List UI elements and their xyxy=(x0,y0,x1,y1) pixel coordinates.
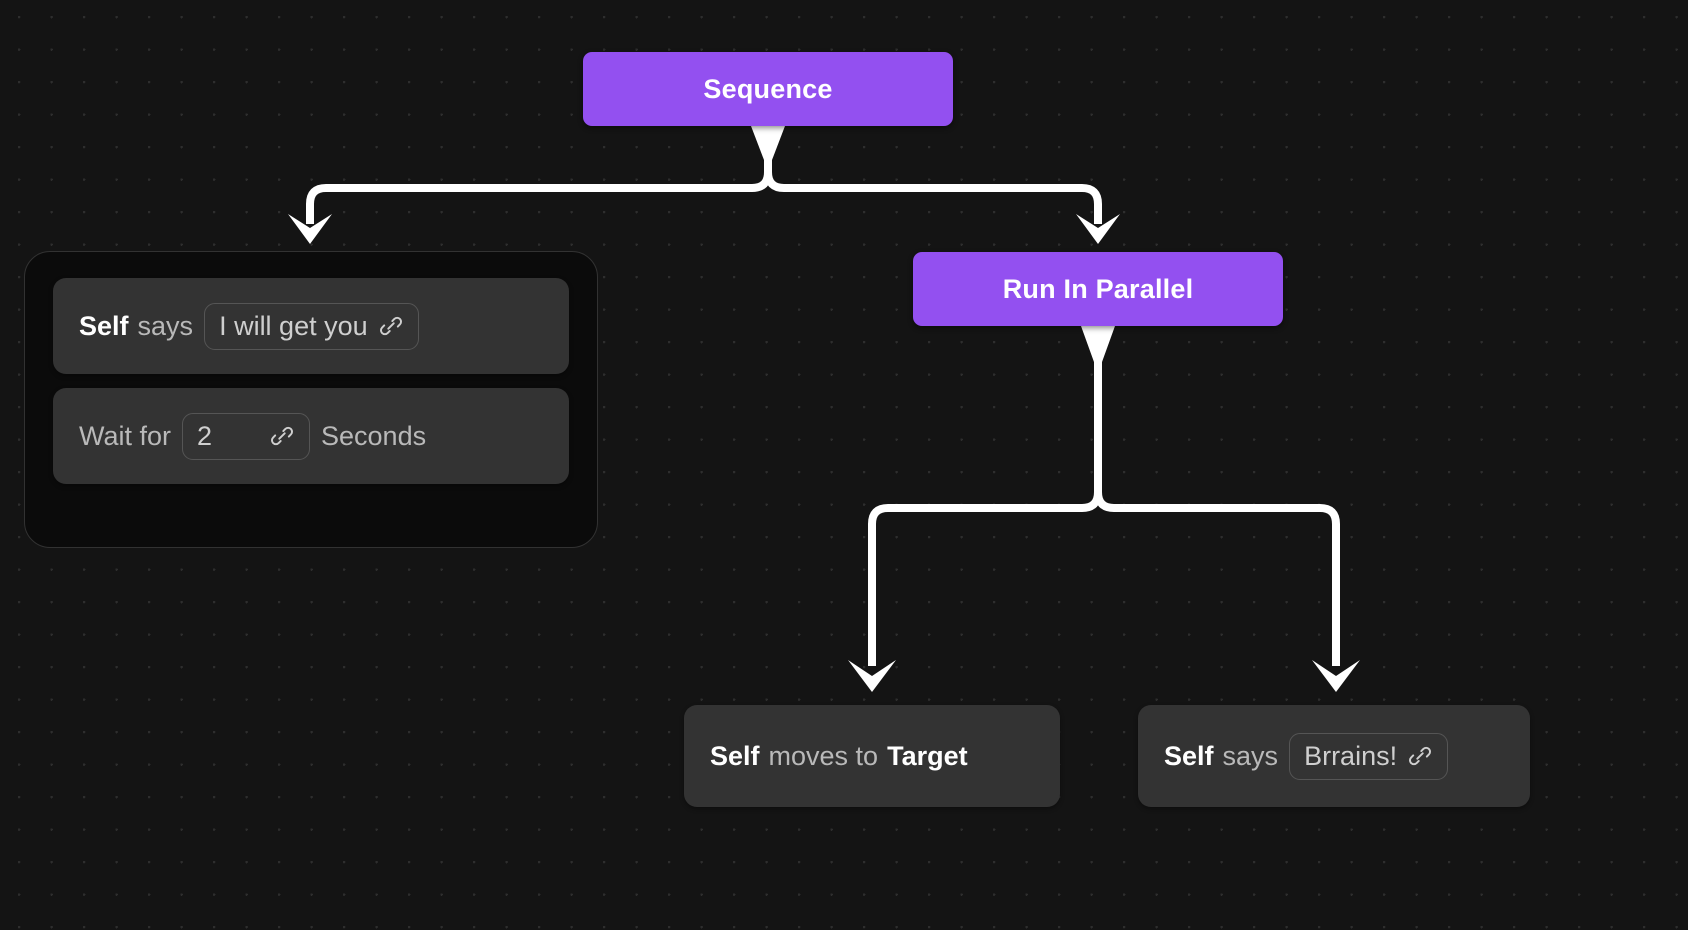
self-label: Self xyxy=(79,310,129,341)
arrowhead-move xyxy=(848,660,896,692)
edge-sequence-to-parallel xyxy=(764,160,1102,224)
speech-text-field[interactable]: Brrains! xyxy=(1289,732,1449,780)
arrowhead-subtree xyxy=(288,214,332,244)
wait-for-label: Wait for xyxy=(79,420,172,451)
seconds-label: Seconds xyxy=(321,420,427,451)
link-icon[interactable] xyxy=(378,313,404,339)
node-self-says-brrains[interactable]: Self says Brrains! xyxy=(1138,705,1530,807)
edge-parallel-to-says xyxy=(1094,491,1340,666)
node-run-in-parallel-label: Run In Parallel xyxy=(1002,273,1194,304)
node-wait-for-seconds[interactable]: Wait for 2 Seconds xyxy=(53,388,569,484)
edge-funnel-sequence xyxy=(751,126,785,160)
target-label: Target xyxy=(887,740,968,771)
speech-text-value: I will get you xyxy=(219,310,368,341)
edge-sequence-to-subtree xyxy=(306,160,772,224)
node-run-in-parallel[interactable]: Run In Parallel xyxy=(913,252,1283,326)
self-label: Self xyxy=(1164,740,1214,771)
node-sequence-label: Sequence xyxy=(703,73,833,104)
edge-parallel-to-move xyxy=(868,491,1102,666)
link-icon[interactable] xyxy=(1407,743,1433,769)
self-label: Self xyxy=(710,740,760,771)
edge-funnel-parallel xyxy=(1081,326,1115,362)
wait-duration-value: 2 xyxy=(197,420,213,451)
says-label: says xyxy=(137,310,194,341)
node-self-says-i-will-get-you[interactable]: Self says I will get you xyxy=(53,278,569,374)
wait-duration-field[interactable]: 2 xyxy=(182,412,311,460)
speech-text-field[interactable]: I will get you xyxy=(204,302,419,350)
subtree-container[interactable]: Self says I will get you Wait for 2 xyxy=(24,251,598,548)
moves-to-label: moves to xyxy=(768,740,879,771)
arrowhead-parallel xyxy=(1076,214,1120,244)
node-sequence[interactable]: Sequence xyxy=(583,52,953,126)
says-label: says xyxy=(1222,740,1279,771)
node-self-moves-to-target[interactable]: Self moves to Target xyxy=(684,705,1060,807)
arrowhead-says xyxy=(1312,660,1360,692)
link-icon[interactable] xyxy=(269,423,295,449)
speech-text-value: Brrains! xyxy=(1304,740,1398,771)
